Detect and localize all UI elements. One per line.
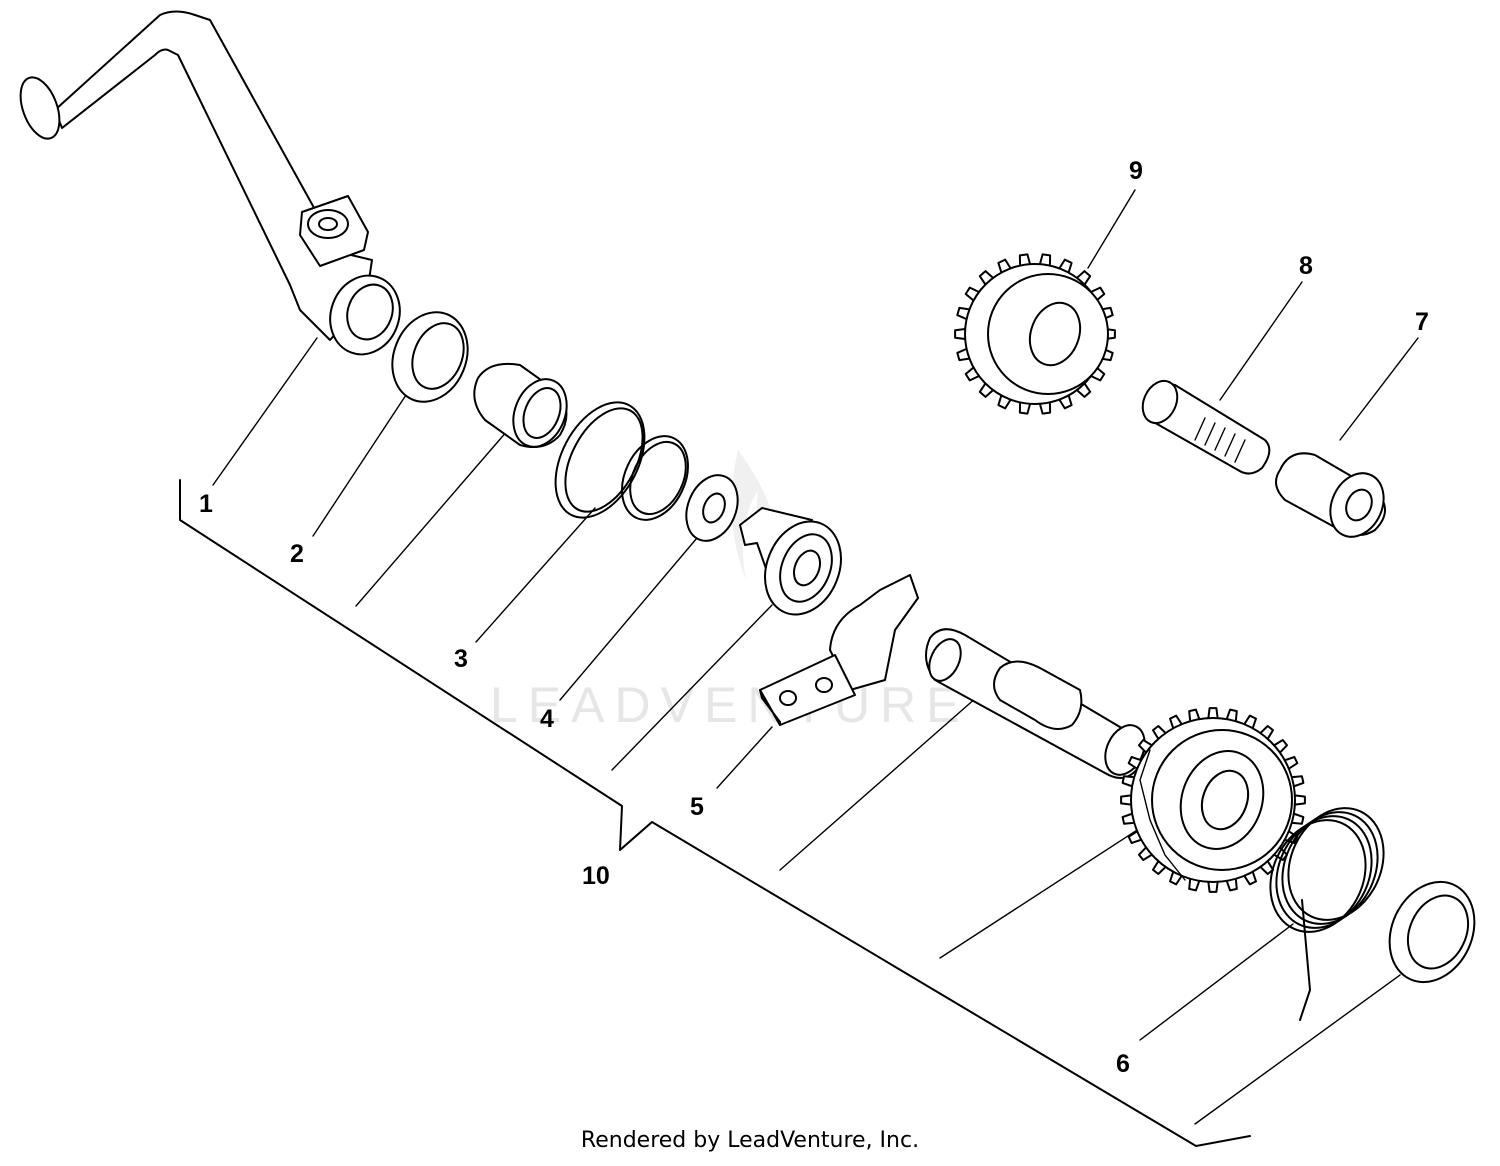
collar-part <box>391 311 469 403</box>
kick-shaft-part <box>925 628 1146 779</box>
bushing-part <box>473 362 568 448</box>
watermark-text: LEADVENTURE <box>490 677 970 733</box>
bolt-part <box>1141 379 1271 475</box>
callout-9: 9 <box>1129 157 1143 185</box>
spring-washer-part <box>1388 880 1476 984</box>
callout-7: 7 <box>1415 308 1429 336</box>
callout-4: 4 <box>540 705 554 733</box>
callout-6: 6 <box>1116 1050 1130 1078</box>
ratchet-part <box>739 507 842 616</box>
kick-gear-part <box>1120 707 1306 893</box>
callout-8: 8 <box>1299 252 1313 280</box>
idle-gear-part <box>954 253 1116 415</box>
assembly-bracket <box>179 479 1251 1147</box>
kick-lever-part <box>19 10 401 356</box>
kick-spring-part <box>1269 807 1385 1021</box>
rendered-by-footer: Rendered by LeadVenture, Inc. <box>580 1128 920 1153</box>
stopper-plate-part <box>759 574 919 726</box>
leader-lines <box>212 189 1419 1125</box>
callout-2: 2 <box>290 540 304 568</box>
callout-3: 3 <box>454 645 468 673</box>
callout-5: 5 <box>690 793 704 821</box>
callout-numbers: 1 2 3 4 5 6 7 8 9 10 <box>199 157 1429 1078</box>
callout-10: 10 <box>582 862 610 890</box>
thrust-washer-part <box>685 474 739 542</box>
bolt-collar-part <box>1275 452 1386 538</box>
snap-rings-part <box>554 401 689 521</box>
callout-1: 1 <box>199 490 213 518</box>
